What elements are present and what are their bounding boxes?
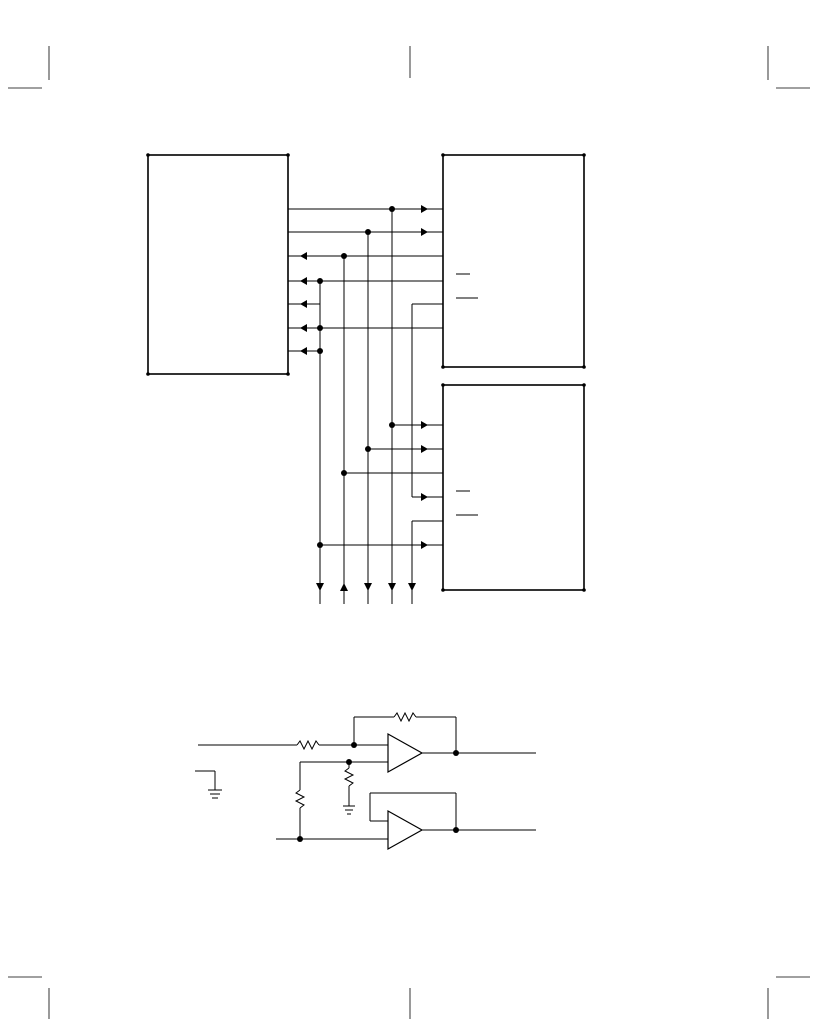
input-resistor: [296, 739, 320, 751]
ground-symbol: [195, 770, 222, 799]
junction-dots: [317, 206, 395, 548]
op-amp-lower: [387, 809, 424, 851]
divider-resistor: [294, 789, 306, 809]
interface-diagram: [146, 153, 586, 604]
crop-marks: [8, 46, 810, 1019]
device-upper-block: [442, 154, 585, 368]
block-corner-dots: [146, 153, 586, 592]
device-lower-block: [442, 384, 585, 591]
bias-resistor: [343, 767, 355, 787]
op-amp-upper: [387, 732, 424, 774]
bus-lines: [319, 209, 413, 604]
signal-lines: [288, 208, 478, 546]
amplifier-diagram: [195, 711, 536, 851]
host-block: [147, 154, 289, 375]
signal-arrows: [300, 205, 428, 591]
feedback-resistor: [393, 711, 417, 723]
ground-symbol: [343, 805, 355, 815]
